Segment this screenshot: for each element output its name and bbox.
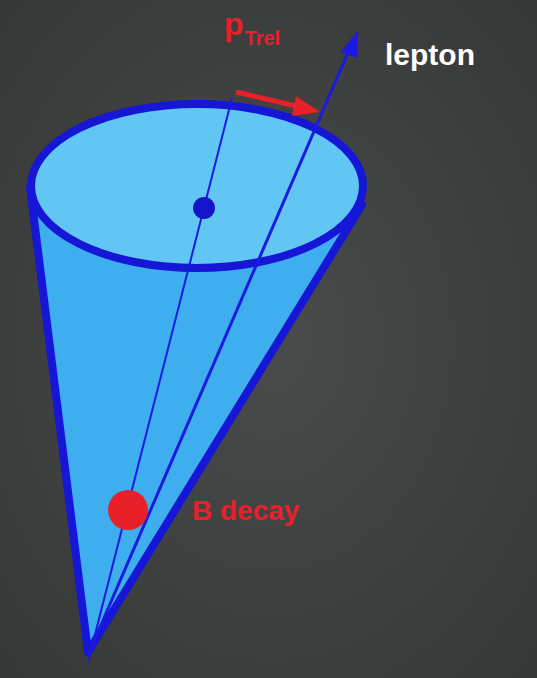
- axis-dot: [193, 197, 215, 219]
- ptrel-arrow: [236, 92, 300, 107]
- cone-top: [31, 104, 363, 268]
- momentum-symbol: p: [224, 8, 244, 40]
- lepton-arrowhead: [341, 30, 358, 58]
- b-decay-vertex: [108, 490, 148, 530]
- momentum-subscript: Trel: [245, 28, 281, 48]
- ptrel-arrowhead: [292, 96, 320, 116]
- jet-axis: [88, 98, 232, 662]
- vertex-label: B decay: [192, 497, 299, 525]
- particle-label: lepton: [385, 40, 475, 70]
- lepton-track: [88, 48, 350, 655]
